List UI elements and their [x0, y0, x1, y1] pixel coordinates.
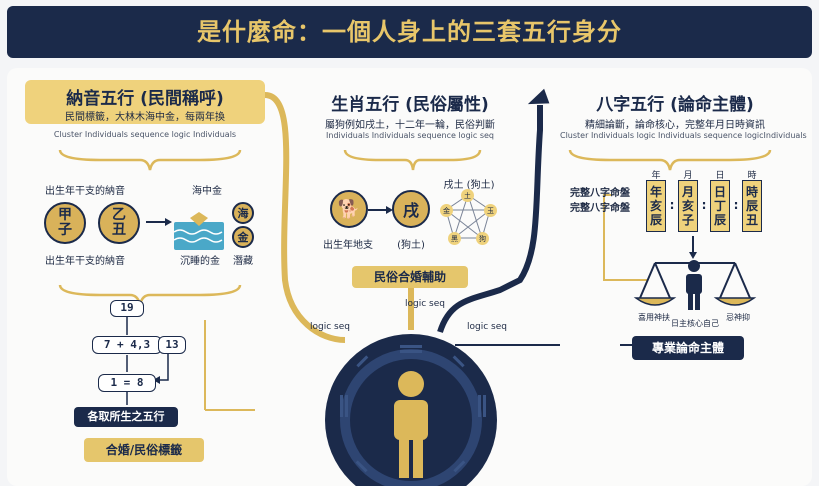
- calc-19: 19: [110, 300, 144, 317]
- bazi-tag: 專業論命主體: [632, 336, 744, 360]
- pillar-sep-1: :: [669, 198, 675, 212]
- calc-1-8: 1 = 8: [98, 374, 156, 392]
- pent-node-3: 狗: [476, 232, 489, 245]
- pent-node-4: 黑: [448, 232, 461, 245]
- tag-hai-text: 海: [237, 207, 249, 220]
- label-full-chart-2: 完整八字命盤: [570, 203, 630, 214]
- xu-circle: 戌: [392, 190, 430, 228]
- stem-yichou: 乙丑: [112, 207, 126, 238]
- label-sink: 沉睡的金: [180, 256, 220, 267]
- label-jishen: 忌神抑: [726, 313, 750, 322]
- label-hidden: 潛藏: [233, 256, 253, 267]
- calc-7-4-3: 7 + 4,3: [92, 336, 162, 354]
- logic-label-left: logic seq: [310, 322, 350, 332]
- pillar-sep-2: :: [701, 198, 707, 212]
- zodiac-tag: 民俗合婚輔助: [352, 266, 468, 288]
- dog-icon: 🐕: [337, 198, 361, 220]
- bazi-title: 八字五行 (論命主體): [596, 95, 754, 115]
- gold-ingot-icon: [190, 212, 208, 226]
- header-bar: 是什麼命：一個人身上的三套五行身分: [7, 6, 812, 58]
- stem-circle-yichou: 乙丑: [98, 202, 140, 244]
- bazi-subtitle: 精細論斷，論命核心，完整年月日時資訊: [585, 120, 765, 131]
- label-haizhongjin: 海中金: [192, 186, 222, 197]
- pent-node-0: 土: [461, 189, 474, 202]
- bazi-subtitle-en: Cluster Individuals logic Individuals se…: [560, 131, 807, 140]
- pillar-head-month: 月: [683, 171, 693, 181]
- pillar-day: 日丁辰: [710, 180, 730, 232]
- pillar-head-day: 日: [715, 171, 725, 181]
- pent-node-2: 玉: [484, 204, 497, 217]
- person-icon: [394, 371, 428, 478]
- stem-jiazi: 甲子: [58, 207, 72, 238]
- logic-label-right: logic seq: [467, 322, 507, 332]
- label-xiyong: 喜用神扶: [638, 313, 670, 322]
- logic-label-mid: logic seq: [405, 299, 445, 309]
- xu-text: 戌: [402, 201, 419, 220]
- pillar-head-hour: 時: [747, 171, 757, 181]
- trigram-marks: [340, 345, 486, 473]
- sea-icon: [174, 222, 224, 250]
- tag-hai: 海: [232, 202, 254, 224]
- pillar-month: 月亥子: [678, 180, 698, 232]
- nayin-title-box: [25, 80, 265, 124]
- pillar-hour: 時辰丑: [742, 180, 762, 232]
- calc-result-tag: 各取所生之五行: [74, 407, 178, 427]
- label-xutu: 戌土 (狗土): [443, 180, 495, 191]
- nayin-subtitle: 民間標籤，大林木海中金，每兩年換: [65, 112, 225, 123]
- page-title: 是什麼命：一個人身上的三套五行身分: [197, 18, 622, 46]
- pillar-head-year: 年: [651, 171, 661, 181]
- pent-node-1: 金: [440, 204, 453, 217]
- calc-13: 13: [158, 336, 186, 354]
- label-dogearth: (狗土): [397, 240, 425, 251]
- stem-circle-jiazi: 甲子: [44, 202, 86, 244]
- pillar-year: 年亥辰: [646, 180, 666, 232]
- zodiac-subtitle-en: Individuals Individuals sequence logic s…: [326, 131, 494, 140]
- tag-jin: 金: [232, 226, 254, 248]
- label-nayin-bottom: 出生年干支的納音: [45, 256, 125, 267]
- person-small-icon: [686, 260, 702, 310]
- label-full-chart-1: 完整八字命盤: [570, 188, 630, 199]
- tag-jin-text: 金: [237, 231, 249, 244]
- zodiac-subtitle: 屬狗例如戌土，十二年一輪，民俗判斷: [325, 120, 495, 131]
- nayin-bottom-tag: 合婚/民俗標籤: [84, 438, 204, 462]
- label-rizhu: 日主核心自己: [671, 319, 719, 328]
- pillar-sep-3: :: [733, 198, 739, 212]
- nayin-subtitle-en: Cluster Individuals sequence logic Indiv…: [53, 130, 237, 139]
- label-nayin-top: 出生年干支的納音: [45, 186, 125, 197]
- label-branch: 出生年地支: [323, 240, 373, 251]
- zodiac-title: 生肖五行 (民俗屬性): [331, 95, 489, 115]
- dog-circle: 🐕: [330, 190, 368, 228]
- nayin-title: 納音五行 (民間稱呼): [66, 89, 224, 109]
